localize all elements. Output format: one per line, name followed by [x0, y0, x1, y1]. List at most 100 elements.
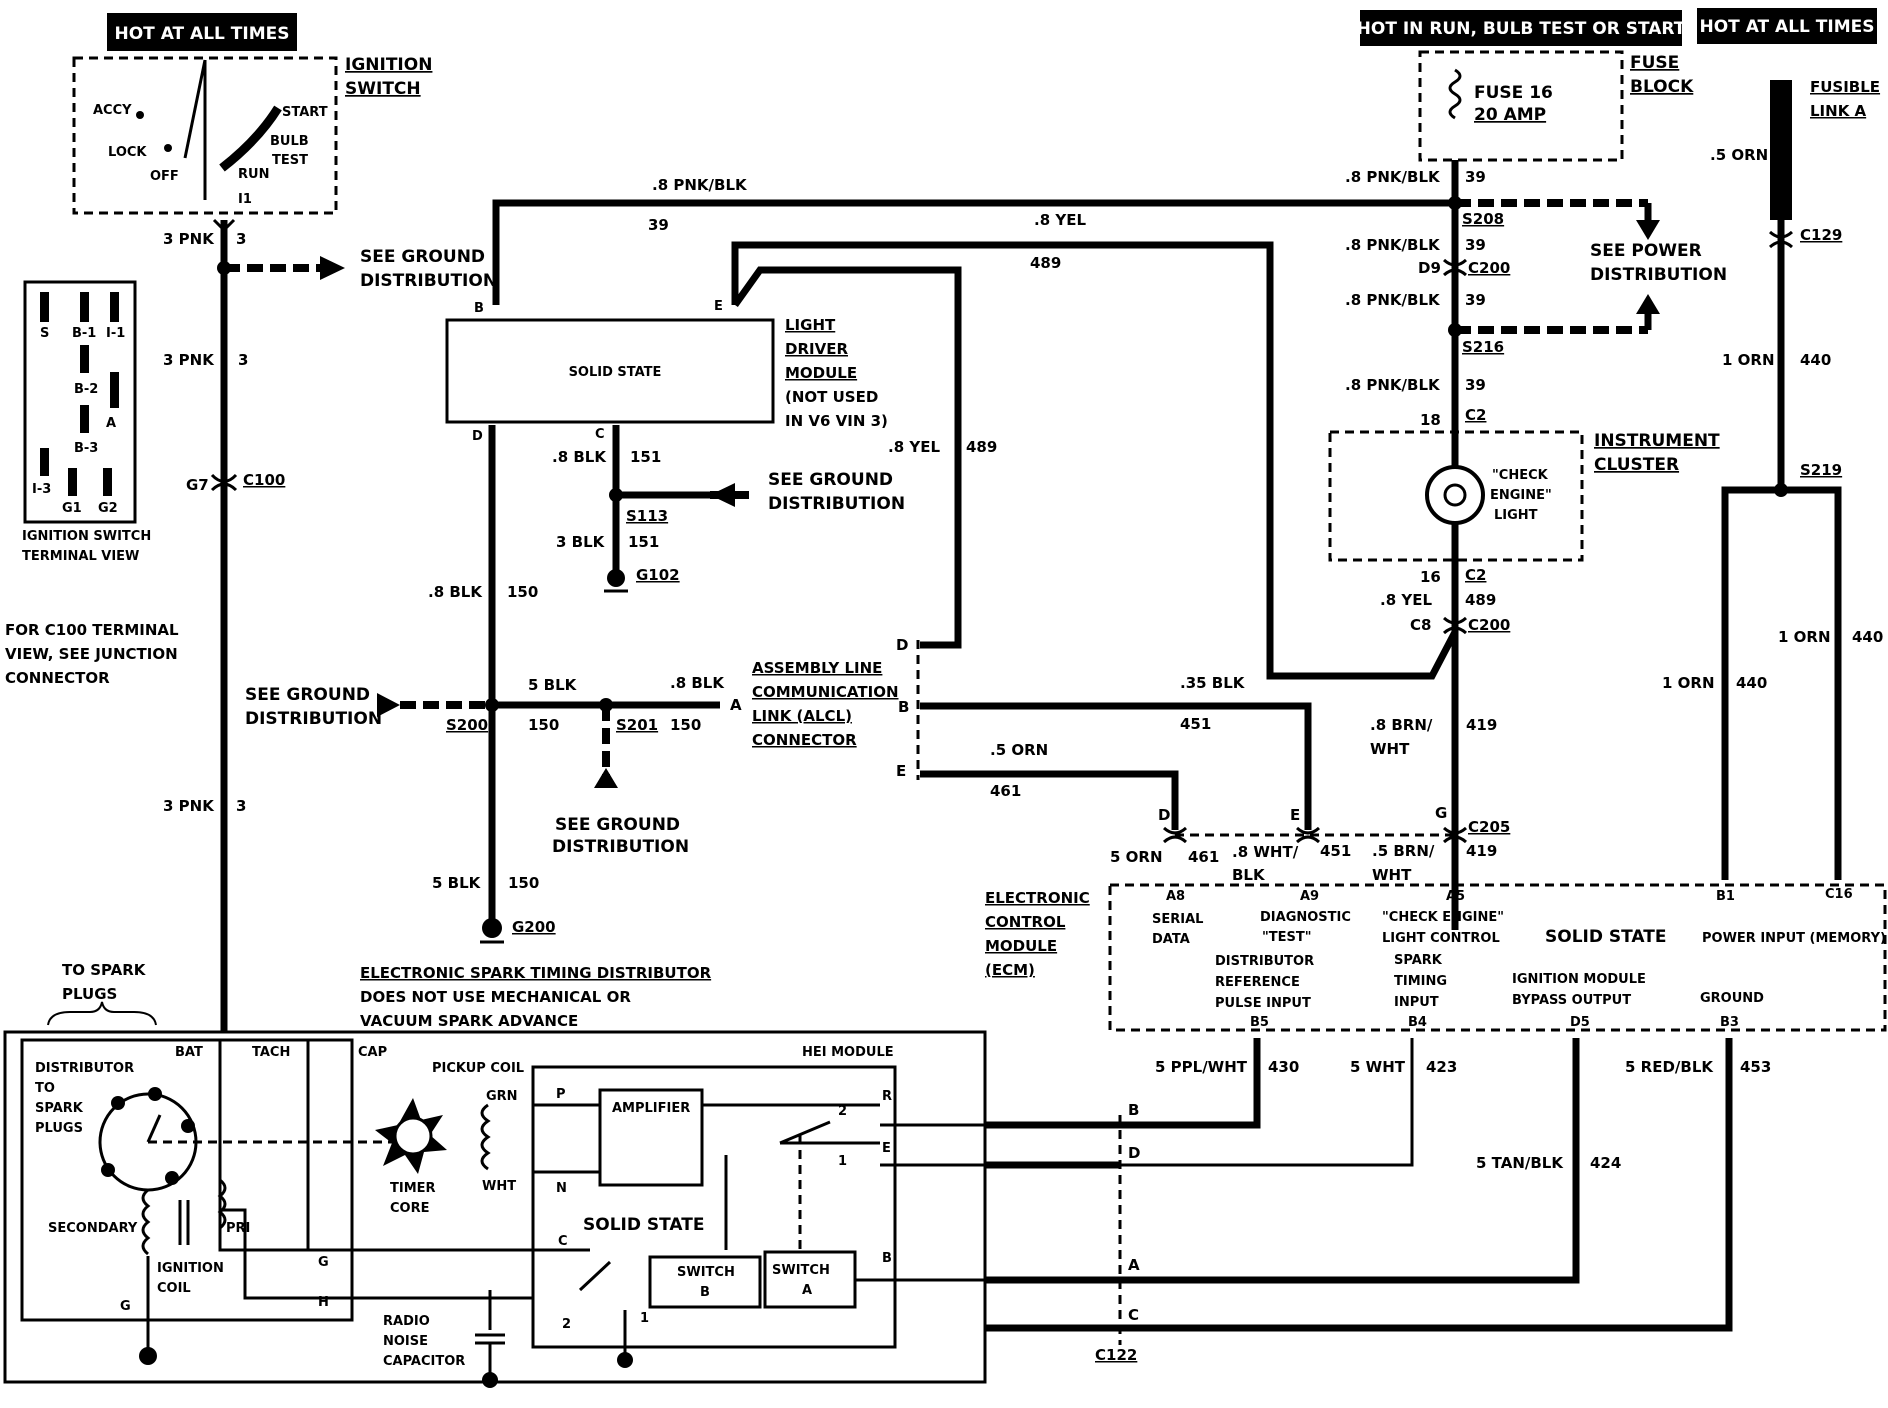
ecm-b4-1: SPARK [1394, 953, 1443, 968]
circuit-39-c: 39 [1465, 291, 1486, 309]
pin-g1-bar [68, 468, 77, 496]
est-note-1: ELECTRONIC SPARK TIMING DISTRIBUTOR [360, 964, 712, 982]
circuit-150-alcl: 150 [670, 716, 701, 734]
ecm-a5-1: "CHECK ENGINE" [1382, 910, 1504, 925]
alcl-title-1: ASSEMBLY LINE [752, 659, 882, 677]
top-pnkblk-label: .8 PNK/BLK [652, 176, 748, 194]
alcl-pin-a: A [730, 696, 742, 714]
wire-3pnk-label-3: 3 PNK [163, 797, 215, 815]
hei-pin-c: C [558, 1234, 568, 1249]
splice-s216-label: S216 [1462, 338, 1504, 356]
ign-coil-2: COIL [157, 1281, 191, 1296]
top-39-label: 39 [648, 216, 669, 234]
orn05-label: .5 ORN [990, 741, 1048, 759]
s208-power-arrow [1636, 220, 1660, 240]
lamp-label-3: LIGHT [1494, 508, 1538, 523]
dist-label-4: PLUGS [35, 1121, 83, 1136]
c100-note-2: VIEW, SEE JUNCTION [5, 645, 178, 663]
whtblk-label: .8 WHT/ [1232, 843, 1299, 861]
c205-pin-d [1162, 826, 1188, 844]
hei-pin-e: E [882, 1141, 891, 1156]
ldm-title-2: DRIVER [785, 340, 848, 358]
ecm-b5-2: REFERENCE [1215, 975, 1300, 990]
amplifier-box [598, 1088, 704, 1187]
ecm-pin-a5: A5 [1446, 889, 1465, 904]
amplifier-label: AMPLIFIER [612, 1101, 690, 1116]
power-dist-2: DISTRIBUTION [1590, 265, 1727, 285]
s201-see-ground-1: SEE GROUND [555, 815, 680, 835]
redblk-label: 5 RED/BLK [1625, 1058, 1714, 1076]
blk5-150-circuit: 150 [508, 874, 539, 892]
spark-brace [47, 1001, 157, 1026]
circuit-440-c: 440 [1852, 628, 1883, 646]
wire-8-yel-ldm [731, 241, 1459, 680]
c200-label-bottom: C200 [1468, 616, 1510, 634]
plug-post-5 [101, 1163, 115, 1177]
pri-label: PRI [226, 1221, 250, 1236]
hot-right-text: HOT AT ALL TIMES [1700, 17, 1875, 37]
ldm-title-1: LIGHT [785, 316, 836, 334]
lamp-label-2: ENGINE" [1490, 488, 1552, 503]
ignition-switch-box [72, 56, 338, 215]
s201-see-ground-2: DISTRIBUTION [552, 837, 689, 857]
c205-pin-e [1295, 826, 1321, 844]
circuit-430: 430 [1268, 1058, 1299, 1076]
wht5-label: 5 WHT [1350, 1058, 1406, 1076]
dist-label-1: DISTRIBUTOR [35, 1061, 134, 1076]
c122-label: C122 [1095, 1346, 1137, 1364]
circuit-461-a: 461 [990, 782, 1021, 800]
ldm-pin-c: C [595, 427, 605, 442]
circuit-39-d: 39 [1465, 376, 1486, 394]
pos-start: START [282, 105, 328, 120]
pin-b3-bar [80, 405, 89, 433]
pnkblk-fuse-label: .8 PNK/BLK [1345, 168, 1441, 186]
c100-label: C100 [243, 471, 285, 489]
c122-pin-c: C [1128, 1306, 1139, 1324]
wire-3pnk-circuit-1: 3 [236, 230, 246, 248]
circuit-451-b: 451 [1320, 842, 1351, 860]
pin-i3-bar [40, 448, 49, 476]
wire-3pnk-label-2: 3 PNK [163, 351, 215, 369]
alcl-title-4: CONNECTOR [752, 731, 857, 749]
yel-label-right: .8 YEL [1380, 591, 1432, 609]
capacitor-ground-icon [482, 1372, 498, 1388]
wire-453-red-blk [1120, 1038, 1733, 1332]
timer-label-1: TIMER [390, 1181, 436, 1196]
pin-b1: B-1 [72, 326, 96, 341]
ecm-a8-2: DATA [1152, 932, 1190, 947]
s200-see-ground-1: SEE GROUND [245, 685, 370, 705]
hei-pin-r: R [882, 1089, 892, 1104]
ign-switch-title-2: SWITCH [345, 79, 421, 99]
ldm-title-4: (NOT USED [785, 388, 878, 406]
ecm-pin-d5: D5 [1570, 1015, 1590, 1030]
ecm-pin-b4: B4 [1408, 1015, 1427, 1030]
ecm-a8-1: SERIAL [1152, 912, 1203, 927]
cluster-title-2: CLUSTER [1594, 455, 1679, 475]
hot-run-text: HOT IN RUN, BULB TEST OR START [1357, 19, 1686, 39]
ecm-pin-a8: A8 [1166, 889, 1185, 904]
s113-see-ground-2: DISTRIBUTION [768, 494, 905, 514]
hei-label: HEI MODULE [802, 1045, 894, 1060]
blk5-label: 5 BLK [432, 874, 482, 892]
pos-accy: ACCY [93, 103, 132, 118]
fuse-block-title-2: BLOCK [1630, 77, 1694, 97]
ecm-pin-b3: B3 [1720, 1015, 1739, 1030]
ldm-title-5: IN V6 VIN 3) [785, 412, 888, 430]
pin-b2-bar [80, 345, 89, 373]
ldm-pin-b: B [474, 301, 484, 316]
pri-h-wire [220, 1208, 348, 1300]
orn1-label-c: 1 ORN [1778, 628, 1831, 646]
blk08-151-label: .8 BLK [552, 448, 607, 466]
s113-see-ground-1: SEE GROUND [768, 470, 893, 490]
s200-ground-arrow [377, 693, 400, 717]
circuit-419-b: 419 [1466, 842, 1497, 860]
s205-ground-arrow [320, 256, 345, 280]
circuit-150-horizontal: 150 [528, 716, 559, 734]
ecm-d5-1: IGNITION MODULE [1512, 972, 1646, 987]
pplwht-label: 5 PPL/WHT [1155, 1058, 1248, 1076]
tach-label: TACH [252, 1045, 290, 1060]
blk08-150-label: .8 BLK [428, 583, 483, 601]
hei-sw-1: 1 [838, 1154, 847, 1169]
wire-440-left [1721, 486, 1781, 880]
